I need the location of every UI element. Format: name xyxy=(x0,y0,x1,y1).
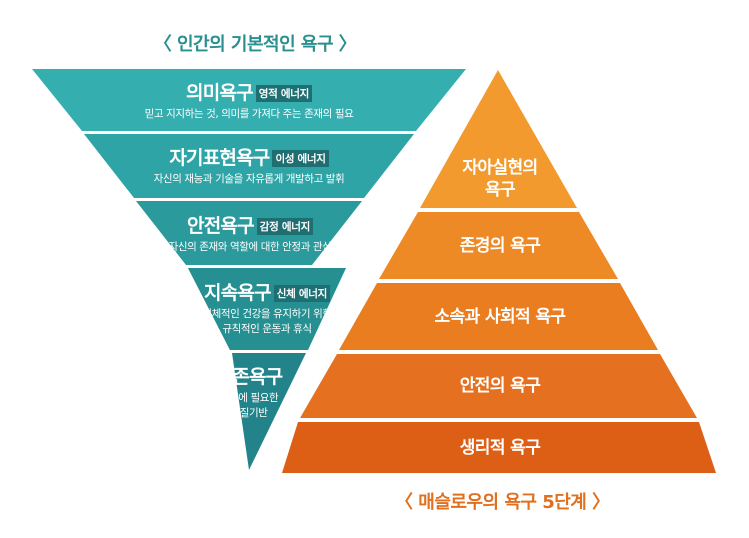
left-level-2-desc: 자신의 재능과 기술을 자유롭게 개발하고 발휘 xyxy=(153,173,345,185)
left-level-1-desc: 믿고 지지하는 것, 의미를 가져다 주는 존재의 필요 xyxy=(144,108,354,120)
left-level-4-tag: 신체 에너지 xyxy=(273,285,330,302)
left-level-2-tag: 이성 에너지 xyxy=(272,150,329,167)
left-diagram-title: 〈 인간의 기본적인 욕구 〉 xyxy=(153,34,357,55)
left-level-4-desc-2: 규칙적인 운동과 휴식 xyxy=(222,323,312,335)
right-level-2-label: 존경의 욕구 xyxy=(459,236,541,256)
left-level-3-tag: 감정 에너지 xyxy=(256,218,313,235)
left-level-2-shape xyxy=(84,134,414,198)
right-level-5-label: 생리적 욕구 xyxy=(459,438,541,458)
right-level-3-label: 소속과 사회적 욕구 xyxy=(434,307,567,327)
right-diagram-title: 〈 매슬로우의 욕구 5단계 〉 xyxy=(395,492,610,513)
right-level-4-shape xyxy=(300,354,697,418)
left-level-5-shape xyxy=(232,353,306,470)
left-level-5-name: 생존욕구 xyxy=(215,366,284,388)
right-level-1-label: 자아실현의 욕구 xyxy=(462,158,538,200)
left-level-5: 생존욕구 생존에 필요한 물질기반 xyxy=(199,362,299,421)
left-level-3-desc: 자신의 존재와 역할에 대한 안정과 관심 xyxy=(168,241,332,253)
right-level-5-shape xyxy=(282,422,716,473)
left-level-5-desc-1: 생존에 필요한 xyxy=(219,392,279,404)
left-level-4-desc-1: 신체적인 건강을 유지하기 위한 xyxy=(202,308,332,320)
left-level-1-tag: 영적 에너지 xyxy=(255,85,312,102)
left-level-1-shape xyxy=(32,69,466,131)
right-level-2-shape xyxy=(379,212,618,279)
left-level-3-shape xyxy=(136,201,362,265)
right-level-1-shape xyxy=(420,70,577,208)
right-level-3-shape xyxy=(339,283,658,350)
right-level-4-label: 안전의 욕구 xyxy=(459,376,541,396)
left-level-5-desc-2: 물질기반 xyxy=(230,407,268,419)
